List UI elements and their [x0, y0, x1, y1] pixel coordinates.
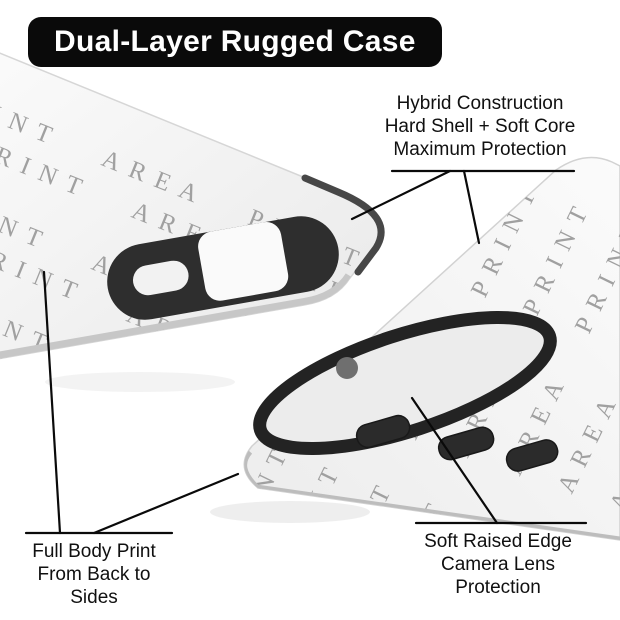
- callout-line-fullbody-right: [92, 472, 240, 535]
- callout-lines: [24, 169, 588, 535]
- case-top-side-edge: [0, 273, 355, 362]
- callout-line-hybrid-left: [350, 169, 452, 221]
- annotation-line: Sides: [70, 587, 118, 608]
- annotation-line: From Back to: [37, 564, 151, 585]
- side-button: [505, 439, 559, 472]
- camera-cutout-top-case: [107, 216, 339, 320]
- title-badge: Dual-Layer Rugged Case: [28, 17, 442, 67]
- annotation-line: Hybrid Construction: [396, 93, 564, 114]
- case-shadow: [45, 372, 235, 392]
- side-button: [355, 414, 411, 449]
- annotation-line: Hard Shell + Soft Core: [384, 116, 576, 137]
- annotation-hybrid-construction: Hybrid Construction Hard Shell + Soft Co…: [372, 92, 588, 161]
- annotation-line: Protection: [455, 577, 541, 598]
- flash-cutout: [132, 260, 189, 296]
- side-buttons: [355, 414, 559, 472]
- camera-lens-dot: [336, 357, 358, 379]
- annotation-line: Camera Lens: [440, 554, 556, 575]
- side-button: [437, 426, 495, 461]
- camera-ring-bottom-case: [253, 311, 557, 455]
- annotation-line: Maximum Protection: [393, 139, 567, 160]
- lens-cutout: [198, 222, 289, 301]
- callout-line-hybrid-right: [462, 169, 481, 245]
- annotation-line: Full Body Print: [32, 541, 156, 562]
- callout-line-fullbody-left: [42, 270, 62, 535]
- callout-line-camera: [410, 396, 499, 525]
- camera-raised-edge-ring: [253, 311, 557, 455]
- annotation-camera-protection: Soft Raised Edge Camera Lens Protection: [404, 530, 592, 599]
- title-text: Dual-Layer Rugged Case: [54, 25, 416, 58]
- case-shadow: [210, 501, 370, 523]
- annotation-line: Soft Raised Edge: [424, 531, 572, 552]
- case-top-dark-rim: [301, 174, 385, 276]
- annotation-full-body-print: Full Body Print From Back to Sides: [10, 540, 178, 609]
